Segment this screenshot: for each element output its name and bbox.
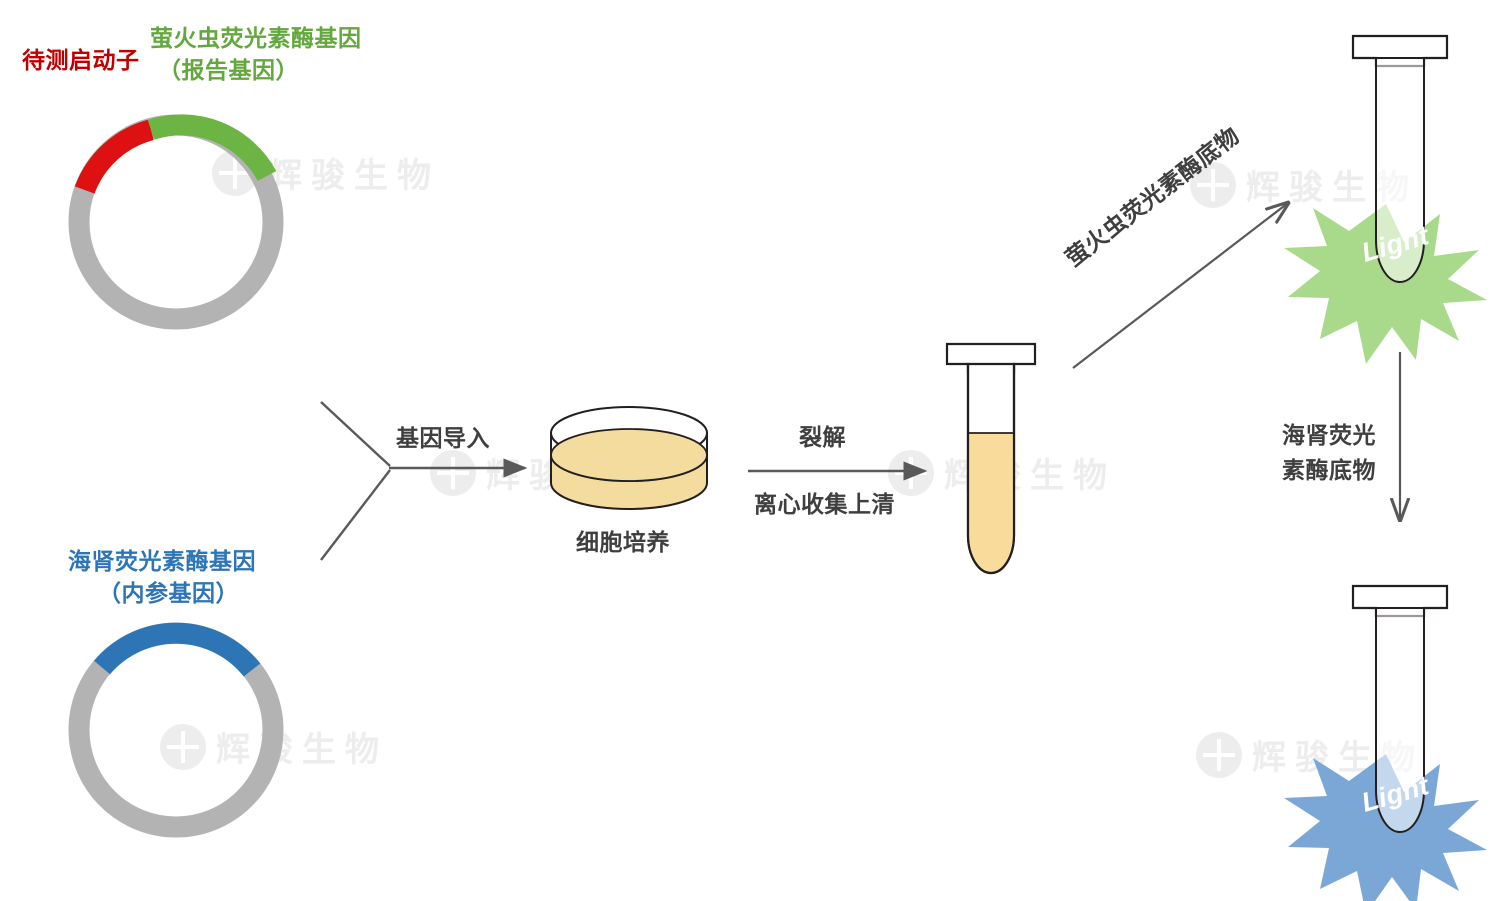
plasmid-firefly-gene-arc bbox=[147, 114, 277, 182]
y-branch-upper bbox=[320, 401, 391, 467]
centrifuge-label: 离心收集上清 bbox=[754, 491, 895, 517]
firefly-readout-tube bbox=[1284, 34, 1487, 364]
plasmid-firefly-reporter bbox=[68, 114, 284, 330]
renilla-readout-tube bbox=[1284, 584, 1487, 901]
renilla-gene-label-line1: 海肾荧光素酶基因 bbox=[68, 548, 256, 574]
plasmid-renilla-gene-arc bbox=[93, 622, 261, 677]
tube-outline bbox=[966, 364, 1016, 575]
firefly-substrate-arrow bbox=[1072, 203, 1288, 369]
plasmid-renilla-control bbox=[68, 622, 284, 838]
tube-body bbox=[1375, 607, 1425, 833]
y-branch-lower bbox=[320, 469, 391, 561]
blue-light-burst-icon bbox=[1284, 754, 1487, 901]
renilla-gene-label-line2: （内参基因） bbox=[98, 580, 239, 606]
green-light-burst-icon bbox=[1284, 204, 1487, 364]
tube-body bbox=[1375, 57, 1425, 283]
renilla-substrate-label-line1: 海肾荧光 bbox=[1282, 422, 1376, 448]
lysis-label: 裂解 bbox=[799, 424, 846, 450]
cell-culture-label: 细胞培养 bbox=[576, 529, 670, 555]
lysate-tube bbox=[945, 342, 1037, 575]
transfection-label: 基因导入 bbox=[396, 425, 490, 451]
firefly-gene-label-line1: 萤火虫荧光素酶基因 bbox=[150, 25, 362, 51]
transfection-y-junction bbox=[320, 401, 528, 561]
tube-lysate-fill bbox=[969, 433, 1013, 573]
renilla-substrate-label-line2: 素酶底物 bbox=[1282, 457, 1376, 483]
promoter-label: 待测启动子 bbox=[22, 47, 140, 73]
dish-medium-surface bbox=[550, 428, 708, 482]
petri-dish bbox=[550, 406, 708, 510]
plasmid-promoter-arc bbox=[74, 119, 154, 194]
firefly-gene-label-line2: （报告基因） bbox=[158, 57, 299, 83]
